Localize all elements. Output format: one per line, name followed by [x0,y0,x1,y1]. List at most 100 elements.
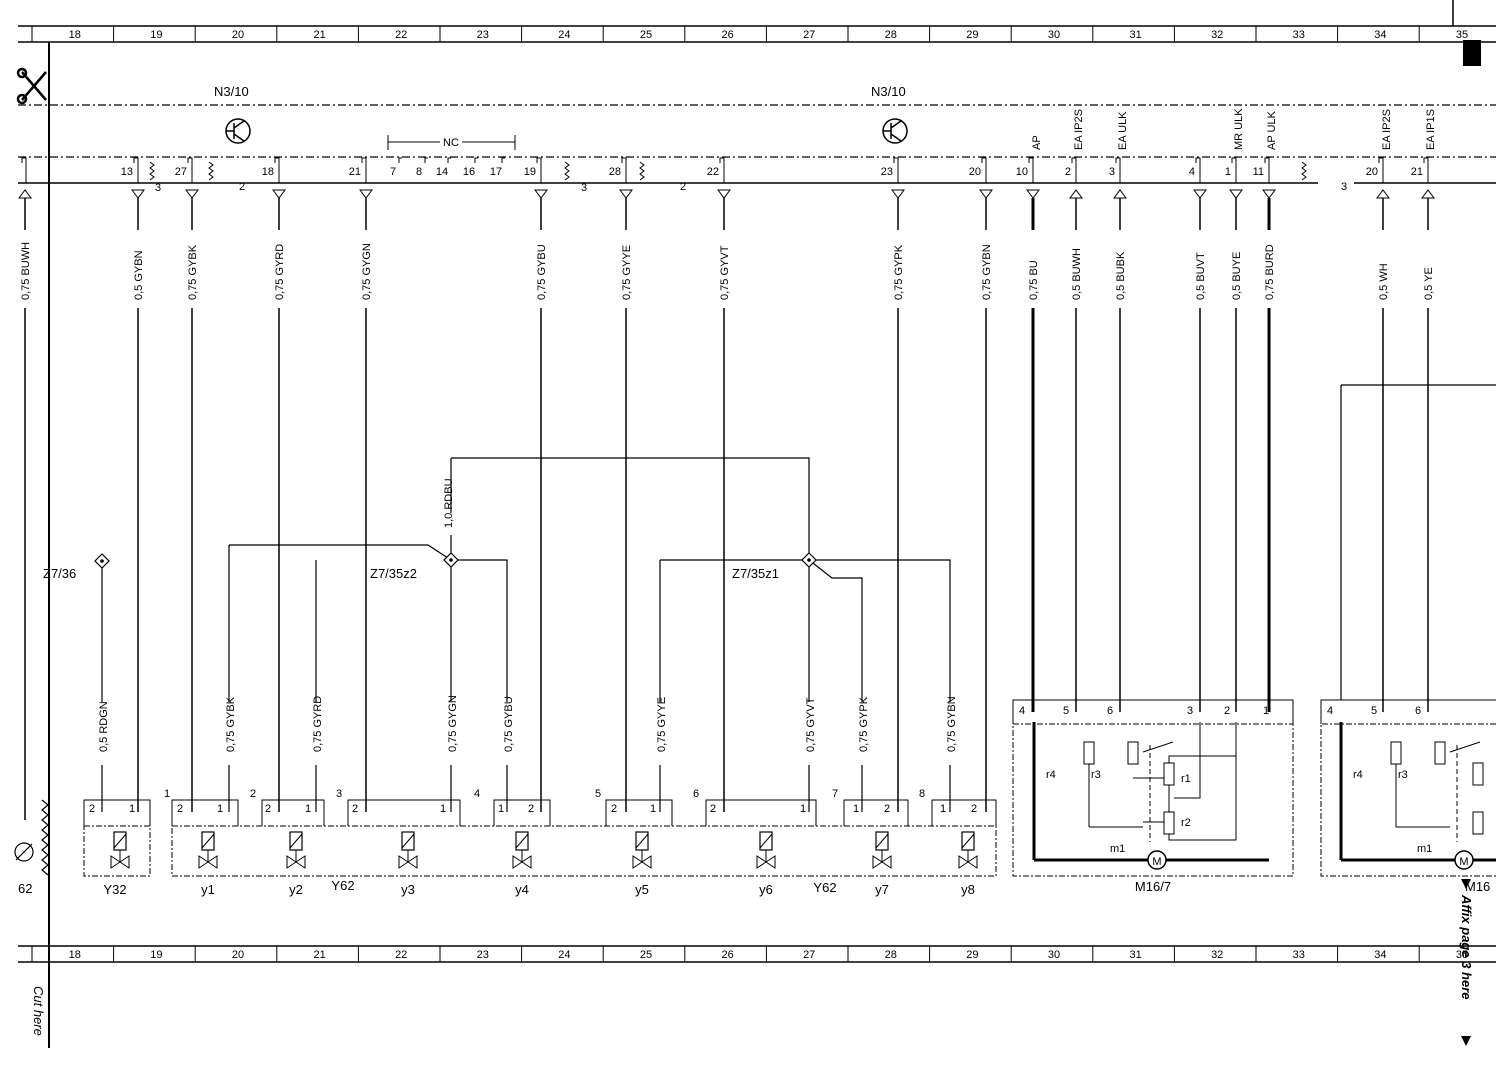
nc-pin-number: 17 [490,166,502,178]
connector-arrow [979,189,993,199]
pin-number: 2 [1065,166,1071,178]
grid-number: 21 [313,949,325,961]
arrow-down-icon [1461,879,1471,889]
grid-number: 32 [1211,949,1223,961]
grid-ticks [31,26,1420,962]
connector-arrow [619,189,633,199]
grid-number: 23 [477,949,489,961]
grid-number: 31 [1129,949,1141,961]
wire [809,559,951,702]
pin-terminal [187,157,193,183]
splice-label: Z7/35z2 [370,566,417,581]
component-label: Y62 [813,880,836,895]
grid-number: 31 [1129,29,1141,41]
resistor [1163,811,1175,835]
pin-terminal [621,157,627,183]
connector-arrow [891,189,905,199]
transistor-icon [225,118,251,144]
coil-stroke [759,833,773,849]
valve-pin: 2 [884,803,890,815]
pin-terminal [474,157,478,163]
connector-arrow [1229,189,1243,199]
pin-terminal [1231,157,1237,183]
feed-wire-label: 1,0 RDBU [443,478,455,528]
grid-number: 35 [1456,949,1468,961]
connector-box [171,799,239,826]
motor-pin: 6 [1415,705,1421,717]
valve-pin: 1 [853,803,859,815]
pin-terminal [981,157,987,183]
wire-label: 0,75 GYBN [981,244,993,300]
cut-here-note: Cut here [31,986,46,1036]
valve-group-number: 8 [919,788,925,800]
wire-label: 0,75 GYGN [447,695,459,752]
signal-label: EA IP1S [1425,109,1437,150]
connector-group-number: 3 [581,182,587,194]
pin-terminal [398,157,402,163]
valve-pin: 2 [265,803,271,815]
wire-label: 0,75 GYBU [536,244,548,300]
scissors-icon [16,67,47,105]
nc-pin-number: 7 [390,166,396,178]
signal-label: EA ULK [1117,111,1129,150]
grid-number: 26 [721,949,733,961]
connector-box [347,799,461,826]
left-fragment [14,799,49,876]
signal-label: AP ULK [1266,110,1278,150]
pin-terminal [1028,157,1034,183]
pin-number: 23 [881,166,893,178]
wire [1174,722,1201,799]
valve-group-number: 7 [832,788,838,800]
valve-label: y1 [201,882,215,897]
grid-number: 34 [1374,29,1386,41]
grid-number: 32 [1211,29,1223,41]
valve-pin: 1 [440,803,446,815]
pin-terminal [501,157,505,163]
pin-terminal [274,157,280,183]
coil-stroke [875,833,889,849]
connector-arrow [1262,189,1276,199]
splice-dot [449,558,453,562]
wire-label: 0,75 BUWH [20,242,32,300]
component-label: M16/7 [1135,879,1171,894]
connector-arrow [1069,189,1083,199]
valve-label: y8 [961,882,975,897]
pin-number: 11 [1253,166,1264,178]
motor-pin: 1 [1263,705,1269,717]
wire-label: 0,5 BUYE [1231,252,1243,300]
break-symbol [1301,161,1307,181]
motor-pin: 5 [1371,705,1377,717]
pin-number: 1 [1225,166,1231,178]
resistor [1472,762,1484,786]
motor-symbol: M [1152,856,1161,868]
wire-label: 0,75 GYYE [656,697,668,752]
signal-label: AP [1031,135,1043,150]
resistor [1390,741,1402,765]
connector-arrow [272,189,286,199]
grid-number: 27 [803,29,815,41]
pin-terminal [1071,157,1077,183]
connector-arrow [1376,189,1390,199]
wire-label: 0,75 GYRD [274,244,286,300]
pin-number: 22 [707,166,719,178]
grid-number: 28 [885,949,897,961]
connector-box [261,799,325,826]
connector-box [1320,699,1496,724]
resistor [1083,741,1095,765]
motor-pin: 3 [1187,705,1193,717]
wire-label: 0,75 GYYE [621,245,633,300]
component-boundary [83,825,151,877]
pin-number: 20 [969,166,981,178]
coil-stroke [201,833,215,849]
motor-pin: 5 [1063,705,1069,717]
valve-group-number: 4 [474,788,480,800]
valve-pin: 2 [971,803,977,815]
connector-arrow [359,189,373,199]
arrow-up-icon [1461,1036,1471,1046]
grid-number: 22 [395,29,407,41]
coil-stroke [289,833,303,849]
wires [24,198,1496,820]
wire-label: 0,5 BUWH [1071,248,1083,300]
pin-terminal [447,157,451,163]
